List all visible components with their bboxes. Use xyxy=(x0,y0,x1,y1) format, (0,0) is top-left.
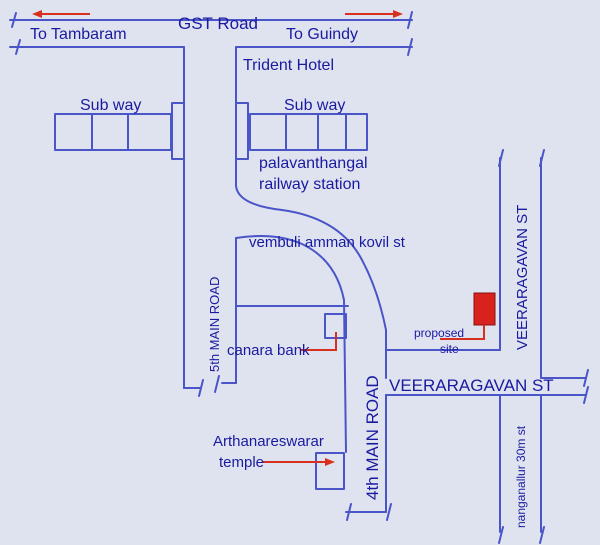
to-tambaram-label: To Tambaram xyxy=(30,26,127,43)
subway-left-label: Sub way xyxy=(80,97,141,114)
arthanareswarar-temple-building xyxy=(315,452,345,490)
gst-road-label: GST Road xyxy=(178,14,258,33)
proposed-site-label-line2: site xyxy=(440,342,459,356)
canara-bank-building xyxy=(235,305,349,339)
subway-left xyxy=(54,102,185,160)
veeraragavan-st-vertical-label: VEERARAGAVAN ST xyxy=(514,205,531,350)
fifth-main-road-label: 5th MAIN ROAD xyxy=(207,277,222,372)
arrow-to-guindy xyxy=(345,10,403,18)
canara-bank-label: canara bank xyxy=(227,342,310,359)
veeraragavan-st-horizontal xyxy=(385,349,589,404)
proposed-site-marker xyxy=(473,292,496,326)
vembuli-amman-kovil-st xyxy=(235,235,347,453)
arthanareswarar-label-line1: Arthanareswarar xyxy=(213,433,324,450)
gst-road xyxy=(9,11,413,56)
station-label-line2: railway station xyxy=(259,176,360,193)
fourth-main-road-label: 4th MAIN ROAD xyxy=(363,375,382,500)
fourth-main-road xyxy=(345,394,392,521)
to-guindy-label: To Guindy xyxy=(286,26,358,43)
veeraragavan-st-vertical xyxy=(498,149,545,379)
arrow-to-tambaram xyxy=(32,10,90,18)
arthanareswarar-label-line2: temple xyxy=(219,454,264,471)
proposed-site-label-line1: proposed xyxy=(414,326,464,340)
proposed-site-pointer xyxy=(440,325,485,340)
trident-hotel-label: Trident Hotel xyxy=(243,57,334,74)
nanganallur-road xyxy=(498,394,545,544)
vembuli-st-label: vembuli amman kovil st xyxy=(249,234,406,251)
veeraragavan-st-horizontal-label: VEERARAGAVAN ST xyxy=(389,376,554,395)
station-road xyxy=(235,46,387,379)
fifth-main-road xyxy=(183,46,237,397)
subway-right xyxy=(235,102,368,160)
station-label-line1: palavanthangal xyxy=(259,155,368,172)
nanganallur-road-label: nanganallur 30m st xyxy=(514,425,528,528)
canara-bank-pointer xyxy=(300,332,337,351)
subway-right-label: Sub way xyxy=(284,97,345,114)
temple-pointer-arrow xyxy=(262,458,335,466)
